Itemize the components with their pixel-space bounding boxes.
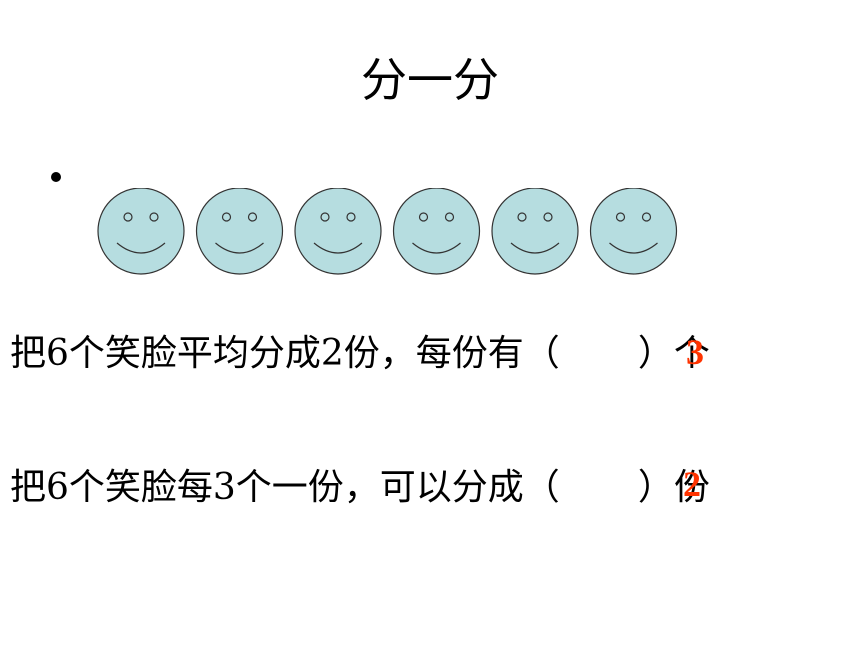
- smiley-face-icon: [294, 188, 382, 275]
- smiley-face-icon: [97, 188, 185, 275]
- question-2: 把6个笑脸每3个一份，可以分成（ ）份: [10, 466, 710, 510]
- smiley-faces-row: [97, 188, 697, 278]
- question-1-prefix: 把6个笑脸平均分成2份，每份有（: [10, 333, 560, 374]
- smiley-face-icon: [491, 188, 579, 275]
- smiley-face-icon: [392, 188, 481, 275]
- question-1-answer: 3: [686, 332, 704, 372]
- question-2-answer: 2: [683, 464, 701, 504]
- question-2-suffix: ）份: [637, 467, 710, 508]
- smiley-face-icon: [195, 188, 284, 275]
- smiley-faces-svg: [97, 188, 678, 275]
- question-1: 把6个笑脸平均分成2份，每份有（ ）个: [10, 332, 710, 376]
- bullet-point: [51, 172, 61, 182]
- question-2-prefix: 把6个笑脸每3个一份，可以分成（: [10, 467, 560, 508]
- question-1-suffix: ）个: [637, 333, 710, 374]
- slide-title: 分一分: [361, 53, 499, 107]
- smiley-face-icon: [589, 188, 678, 275]
